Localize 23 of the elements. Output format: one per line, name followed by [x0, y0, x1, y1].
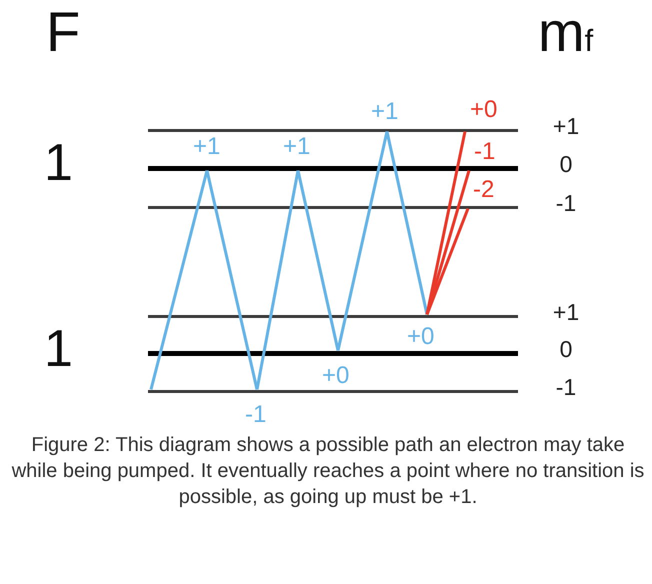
- mf-value-label: -1: [556, 192, 576, 215]
- caption: Figure 2: This diagram shows a possible path an electron may take while being pumped. It eventually reaches a point where no transition is possible, as going up must be +1.: [10, 433, 646, 510]
- transition-line: [386, 131, 428, 315]
- energy-level-line: [148, 314, 518, 318]
- energy-level-line: [148, 206, 518, 208]
- mf-value-label: -1: [556, 376, 576, 399]
- column-heading: F: [46, 4, 80, 60]
- mf-value-label: +1: [552, 301, 580, 324]
- transition-line: [206, 170, 258, 390]
- transition-line: [426, 170, 470, 315]
- mf-value-label: 0: [560, 153, 572, 176]
- transition-line: [426, 208, 470, 316]
- energy-level-line: [148, 128, 518, 132]
- transition-line: [426, 131, 466, 315]
- energy-level-line: [148, 390, 518, 392]
- transition-line: [150, 170, 208, 390]
- transition-line: [256, 170, 300, 390]
- transition-line: [336, 131, 388, 351]
- mf-value-label: +1: [552, 115, 580, 138]
- transition-line: [296, 170, 340, 351]
- mf-value-label: 0: [560, 338, 572, 361]
- f-value-label: 1: [44, 323, 73, 375]
- f-value-label: 1: [44, 137, 73, 189]
